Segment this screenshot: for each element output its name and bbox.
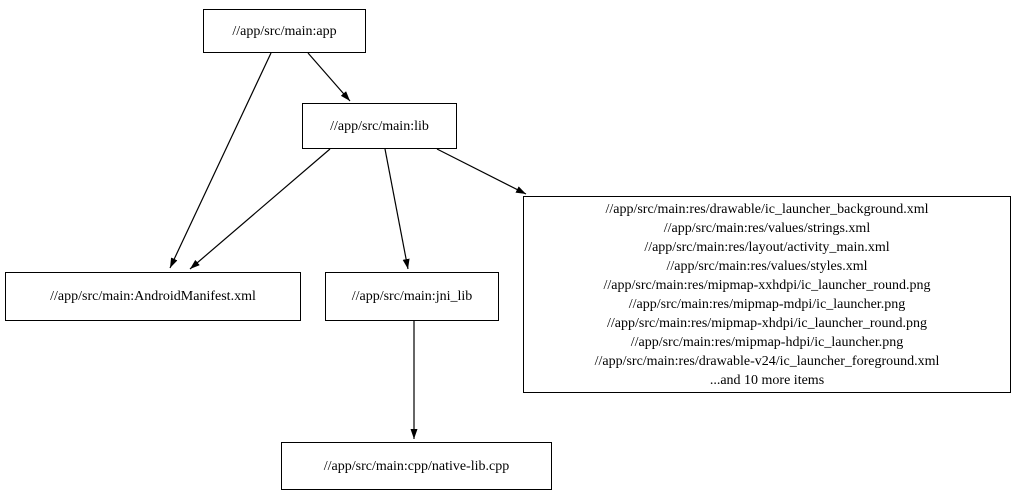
node-app-target: //app/src/main:app [203, 9, 366, 53]
node-res-file-group: //app/src/main:res/drawable/ic_launcher_… [523, 196, 1011, 393]
node-android-manifest: //app/src/main:AndroidManifest.xml [5, 272, 301, 321]
node-lib-target: //app/src/main:lib [302, 103, 457, 149]
edge-app-to-lib [307, 52, 351, 102]
edge-app-to-manifest [169, 52, 272, 269]
edge-lib-to-manifest [189, 148, 331, 270]
edge-lib-to-jnilib [384, 148, 410, 270]
node-app-label: //app/src/main:app [232, 23, 337, 39]
node-native-lib-cpp: //app/src/main:cpp/native-lib.cpp [281, 442, 552, 490]
node-lib-label: //app/src/main:lib [330, 118, 429, 134]
node-res-file-group-lines: //app/src/main:res/drawable/ic_launcher_… [594, 201, 940, 388]
node-jni-lib: //app/src/main:jni_lib [325, 272, 499, 321]
node-native-lib-cpp-label: //app/src/main:cpp/native-lib.cpp [323, 458, 510, 474]
node-android-manifest-label: //app/src/main:AndroidManifest.xml [50, 289, 256, 304]
edge-lib-to-resgroup [436, 148, 527, 195]
node-jni-lib-label: //app/src/main:jni_lib [351, 289, 473, 304]
